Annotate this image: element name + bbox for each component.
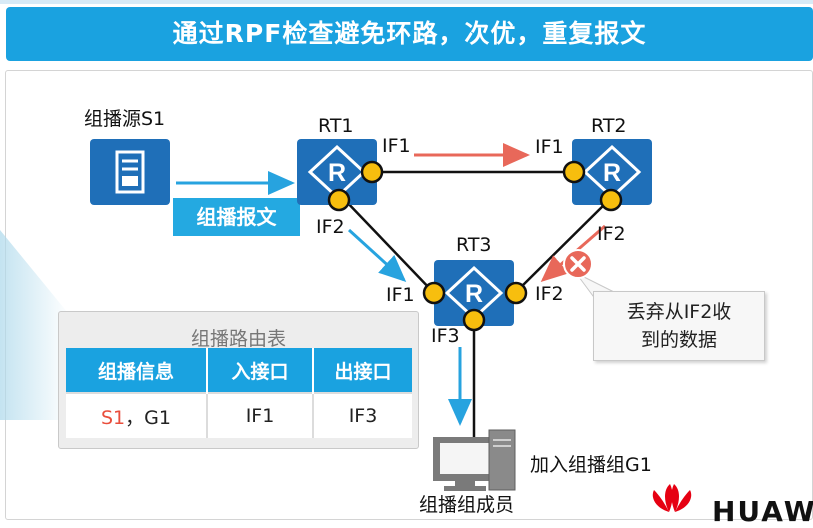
svg-text:R: R — [328, 159, 346, 187]
huawei-logo-icon — [652, 484, 692, 512]
source-server — [90, 139, 170, 205]
cell-group: G1 — [144, 406, 171, 429]
rt3-if3-dot — [462, 308, 486, 332]
header-in-interface: 入接口 — [207, 348, 314, 393]
rt1-if1-label: IF1 — [382, 135, 411, 157]
rt3-name: RT3 — [456, 234, 492, 256]
arrow-rt1-rt3 — [347, 228, 407, 283]
blocked-icon — [563, 249, 593, 279]
link-rt2-rt3 — [515, 197, 612, 293]
rt1-if2-dot — [327, 188, 351, 212]
brand-wordmark: HUAWEI — [712, 495, 813, 528]
rt3-if1-label: IF1 — [386, 284, 415, 306]
rt3-if2-dot — [504, 281, 528, 305]
callout-line2: 到的数据 — [640, 329, 717, 351]
topology-lines — [176, 143, 616, 438]
source-label: 组播源S1 — [84, 108, 166, 130]
rt2-if2-dot — [599, 188, 623, 212]
rt2-if1-label: IF1 — [535, 136, 564, 158]
member-join-label: 加入组播组G1 — [530, 454, 652, 476]
rt1-if1-dot — [360, 160, 384, 184]
cell-in-interface: IF1 — [207, 392, 314, 438]
link-rt1-rt3 — [342, 197, 434, 293]
discard-callout: 丢弃从IF2收 到的数据 — [593, 291, 765, 361]
interface-dots — [327, 160, 623, 332]
rt2-if1-dot — [562, 160, 586, 184]
svg-text:R: R — [603, 159, 621, 187]
routing-table-title: 组播路由表 — [190, 328, 286, 350]
header-group-info: 组播信息 — [66, 348, 208, 393]
packet-label: 组播报文 — [173, 198, 300, 236]
rt1-name: RT1 — [318, 115, 354, 137]
member-name: 组播组成员 — [419, 494, 515, 516]
rt2-name: RT2 — [591, 115, 627, 137]
cell-out-interface: IF3 — [313, 392, 412, 438]
slide-title: 通过RPF检查避免环路，次优，重复报文 — [6, 7, 813, 61]
cell-group-info: S1，G1 — [66, 392, 208, 438]
table-header-row: 组播信息 入接口 出接口 — [66, 348, 412, 393]
cell-source: S1 — [101, 406, 126, 429]
routing-table-box: 组播路由表 组播信息 入接口 出接口 S1，G1 IF1 IF3 — [58, 311, 419, 449]
rt1-if2-label: IF2 — [316, 216, 345, 238]
rt2-if2-label: IF2 — [597, 223, 626, 245]
pc-icon — [433, 429, 516, 491]
server-icon — [115, 150, 145, 194]
cell-separator: ， — [125, 406, 145, 429]
header-out-interface: 出接口 — [313, 348, 412, 393]
rt3-if3-label: IF3 — [431, 325, 460, 347]
top-strip — [0, 0, 813, 4]
rt3-if1-dot — [422, 281, 446, 305]
rt3-if2-label: IF2 — [535, 283, 564, 305]
table-row: S1，G1 IF1 IF3 — [66, 392, 412, 438]
callout-line1: 丢弃从IF2收 — [626, 301, 732, 323]
routing-table: 组播信息 入接口 出接口 S1，G1 IF1 IF3 — [66, 348, 412, 438]
svg-text:R: R — [465, 280, 483, 308]
